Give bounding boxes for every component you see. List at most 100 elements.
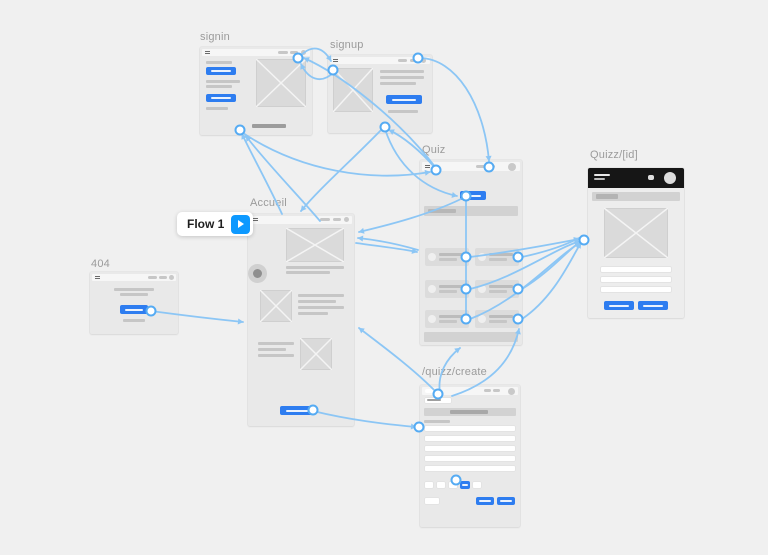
text-line <box>258 342 294 345</box>
frame-signin[interactable] <box>200 47 312 135</box>
nav-pill <box>425 389 441 393</box>
navbar <box>422 162 520 171</box>
flow-connector <box>521 237 580 258</box>
button-shape <box>206 94 236 102</box>
frame-label-quizz-create[interactable]: /quizz/create <box>422 366 487 378</box>
nav-pill <box>333 218 341 221</box>
list-item <box>475 310 519 328</box>
text-line <box>380 70 424 73</box>
text-line <box>489 315 513 318</box>
flow-name[interactable]: Flow 1 <box>187 217 225 231</box>
play-button[interactable] <box>231 214 251 234</box>
text-line <box>286 271 330 274</box>
avatar-circle <box>169 275 174 280</box>
frame-quizz-id[interactable] <box>588 168 684 318</box>
segment-active <box>460 481 470 489</box>
nav-pill <box>493 389 500 392</box>
text-line <box>258 354 294 357</box>
text-line <box>450 410 488 414</box>
flow-connector <box>300 127 384 212</box>
placeholder-x-icon <box>333 68 373 112</box>
nav-pill <box>278 51 288 54</box>
placeholder-x-icon <box>300 338 332 370</box>
text-line <box>258 348 286 351</box>
navbar <box>202 49 310 56</box>
button-shape <box>604 301 634 310</box>
button-shape <box>386 95 422 104</box>
frame-label-quiz[interactable]: Quiz <box>422 144 446 156</box>
nav-pill <box>320 218 330 221</box>
item-avatar <box>428 315 436 323</box>
frame-accueil[interactable] <box>248 214 354 426</box>
input-field <box>600 286 672 293</box>
text-line <box>206 80 240 83</box>
item-avatar <box>428 285 436 293</box>
placeholder-x-icon <box>286 228 344 262</box>
text-line <box>206 107 228 110</box>
frame-label-signin[interactable]: signin <box>200 31 230 43</box>
section-band <box>592 192 680 201</box>
avatar-circle <box>421 58 426 63</box>
text-line <box>594 178 605 180</box>
item-avatar <box>478 253 486 261</box>
menu-icon <box>95 276 100 277</box>
menu-icon <box>333 59 338 60</box>
text-line <box>380 76 424 79</box>
image-placeholder <box>260 290 292 322</box>
navbar <box>250 216 352 224</box>
button-shape <box>497 497 515 505</box>
frame-label-quizz-id[interactable]: Quizz/[id] <box>590 149 638 161</box>
frame-label-404[interactable]: 404 <box>91 258 110 270</box>
text-line <box>594 174 610 176</box>
input-field <box>424 497 440 505</box>
menu-icon <box>253 218 258 219</box>
text-line <box>439 258 457 261</box>
frame-quizz-create[interactable] <box>420 385 520 527</box>
segment <box>436 481 446 489</box>
nav-pill <box>476 165 485 168</box>
flow-connector <box>521 240 582 290</box>
text-line <box>489 253 513 256</box>
item-avatar <box>428 253 436 261</box>
text-line <box>206 61 232 64</box>
input-field <box>424 445 516 452</box>
avatar-circle <box>508 163 516 171</box>
frame-signup[interactable] <box>328 55 432 133</box>
text-line <box>123 319 145 322</box>
input-field <box>424 465 516 472</box>
text-line <box>206 85 232 88</box>
frame-404[interactable] <box>90 272 178 334</box>
flow-start-badge[interactable]: Flow 1 <box>177 212 254 236</box>
text-line <box>428 209 456 213</box>
segment <box>424 481 434 489</box>
input-field <box>424 435 516 442</box>
list-item <box>425 310 469 328</box>
avatar-circle <box>508 388 515 395</box>
nav-pill <box>159 276 167 279</box>
text-line <box>286 266 344 269</box>
text-line <box>388 110 418 113</box>
avatar-circle <box>344 217 349 222</box>
segment <box>472 481 482 489</box>
image-placeholder <box>604 208 668 258</box>
placeholder-x-icon <box>260 290 292 322</box>
item-avatar <box>478 285 486 293</box>
text-line <box>114 288 154 291</box>
input-field <box>600 276 672 283</box>
nav-pill <box>410 59 418 62</box>
frame-label-signup[interactable]: signup <box>330 39 364 51</box>
menu-icon <box>205 51 210 52</box>
nav-pill <box>290 51 298 54</box>
flow-connector <box>355 242 418 254</box>
frame-quiz[interactable] <box>420 160 522 345</box>
text-line <box>489 258 507 261</box>
list-item <box>475 248 519 266</box>
text-line <box>298 312 328 315</box>
input-field <box>424 455 516 462</box>
frame-label-accueil[interactable]: Accueil <box>250 197 287 209</box>
text-line <box>120 293 148 296</box>
button-shape <box>460 191 486 200</box>
button-shape <box>280 406 314 415</box>
flow-connector <box>239 130 431 177</box>
